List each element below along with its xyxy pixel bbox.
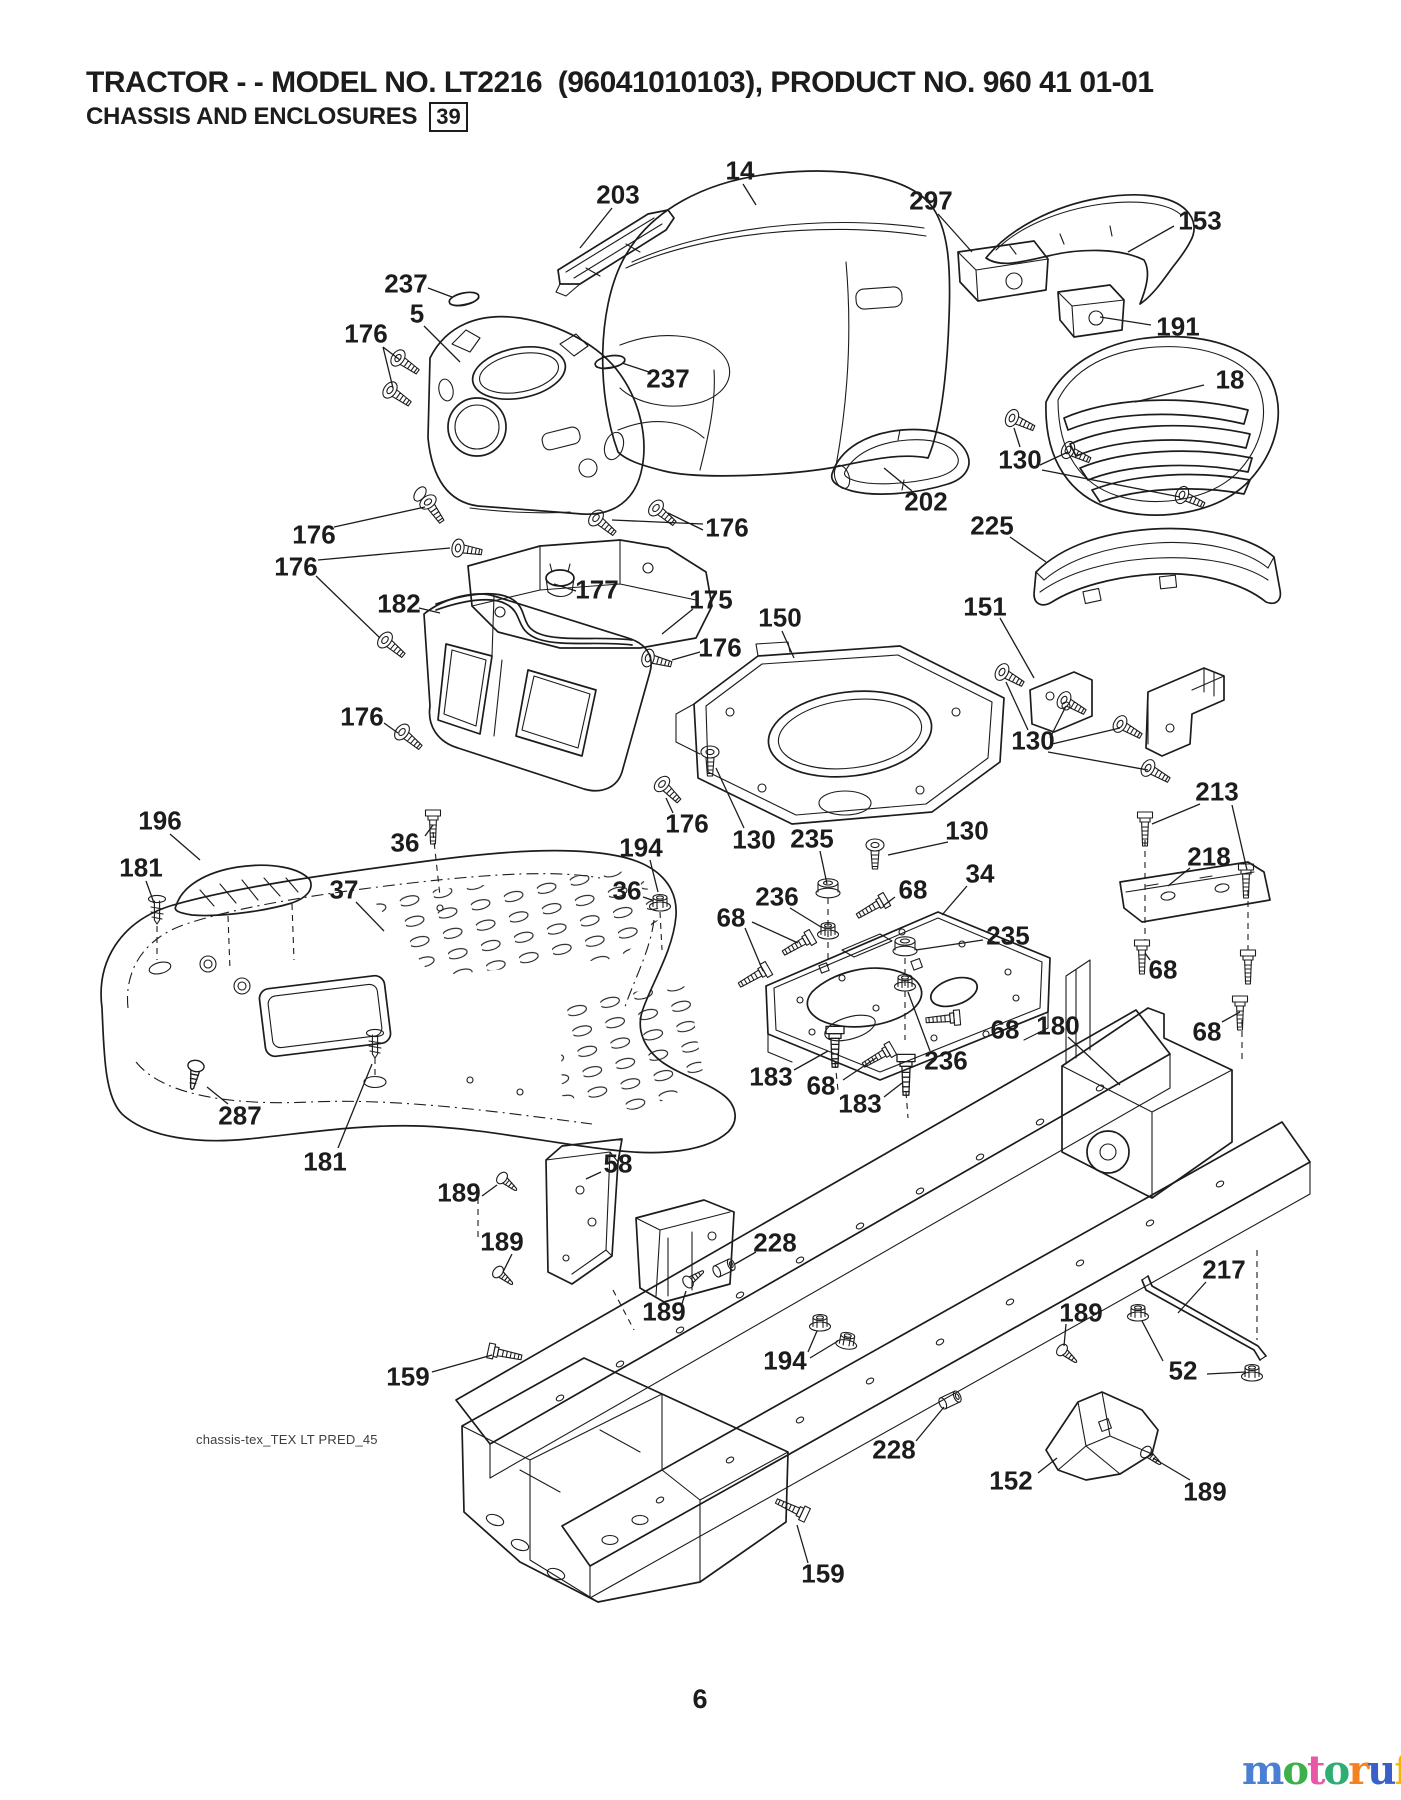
bumper-bracket-part <box>1029 667 1225 757</box>
hood-part <box>601 170 951 477</box>
motoruf-logo: motoruf’.de <box>1242 1746 1401 1794</box>
cap-237-part <box>447 289 481 309</box>
fasteners <box>147 346 1264 1523</box>
logo-letter: f <box>1394 1747 1401 1794</box>
side-pad-297-part <box>957 240 1049 302</box>
logo-letter: o <box>1282 1747 1309 1794</box>
logo-letter: r <box>1348 1747 1369 1794</box>
support-strip-part <box>1119 861 1271 923</box>
section-header: CHASSIS AND ENCLOSURES 39 <box>86 102 468 132</box>
hood-hinge-part <box>555 209 675 297</box>
logo-letter: u <box>1367 1747 1396 1794</box>
logo-letter: m <box>1242 1747 1284 1794</box>
engine-plate-part <box>675 641 1005 825</box>
dash-lower-panel-part <box>423 593 652 792</box>
heat-shield-part <box>174 864 312 971</box>
side-pad-191-part <box>1057 284 1125 338</box>
drawing-watermark: chassis-tex_TEX LT PRED_45 <box>196 1432 378 1447</box>
page-number: 6 <box>692 1684 708 1714</box>
frame-part <box>455 959 1311 1603</box>
seat-plate-part <box>765 911 1051 1081</box>
grille-part <box>1045 335 1280 516</box>
drawbar-part <box>1045 1391 1159 1481</box>
footrest-deck-part <box>100 849 736 1154</box>
dash-console-part <box>413 315 645 515</box>
page-title: TRACTOR - - MODEL NO. LT2216 (9604101010… <box>86 66 1154 99</box>
sheet-number-badge: 39 <box>429 102 468 132</box>
assembly-lines <box>156 831 1258 1340</box>
logo-letter: o <box>1323 1747 1351 1794</box>
air-duct-part <box>830 428 970 495</box>
stabilizer-rod-part <box>1141 1275 1267 1361</box>
section-title: CHASSIS AND ENCLOSURES <box>86 103 418 130</box>
bumper-part <box>1033 527 1282 606</box>
logo-letter: t <box>1307 1747 1326 1794</box>
leader-lines <box>145 183 1248 1564</box>
frame-bracket-58-part <box>545 1138 735 1303</box>
grille-trim-153-part <box>985 194 1195 305</box>
